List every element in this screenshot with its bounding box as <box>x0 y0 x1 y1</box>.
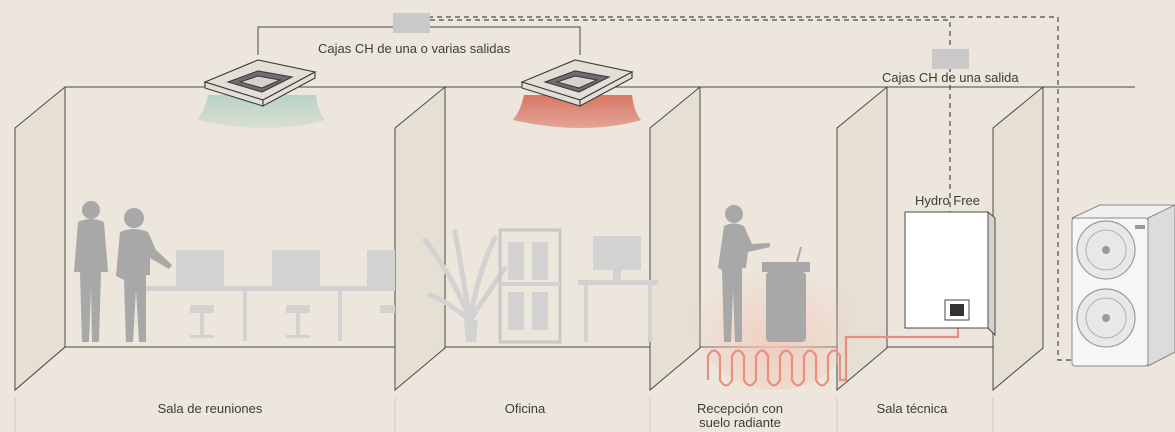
refrigerant-piping <box>257 26 1135 88</box>
ch-multi-label: Cajas CH de una o varias salidas <box>318 41 511 56</box>
people-silhouettes <box>74 201 172 342</box>
office-furniture <box>422 228 658 344</box>
floor-heating-coil <box>706 323 960 387</box>
room-name: Oficina <box>504 401 546 416</box>
room-name-line2: suelo radiante <box>699 415 781 430</box>
room-name: Sala técnica <box>876 401 948 416</box>
room-name-line1: Recepción con <box>697 401 783 416</box>
room-name: Sala de reuniones <box>157 401 263 416</box>
ceiling-cassette-icon <box>203 59 317 107</box>
room-label-reception: Recepción con suelo radiante <box>680 402 800 430</box>
cool-air-flow <box>197 95 325 128</box>
room-label-office: Oficina <box>475 402 575 416</box>
walls <box>14 85 1044 392</box>
hydro-free-label: Hydro Free <box>915 193 981 208</box>
room-dividers <box>14 398 994 432</box>
room-label-meeting: Sala de reuniones <box>110 402 310 416</box>
heat-pump-outdoor-unit-icon <box>1071 204 1175 367</box>
warm-air-flow <box>513 95 641 128</box>
ch-single-label: Cajas CH de una salida <box>882 70 1019 85</box>
reception-scene <box>718 205 810 342</box>
ch-box-single <box>932 49 969 69</box>
meeting-furniture <box>140 250 395 341</box>
hydro-free-unit <box>904 210 996 337</box>
ch-box-multi <box>393 13 430 33</box>
room-label-technical: Sala técnica <box>862 402 962 416</box>
ceiling-cassette-icon <box>520 59 634 107</box>
